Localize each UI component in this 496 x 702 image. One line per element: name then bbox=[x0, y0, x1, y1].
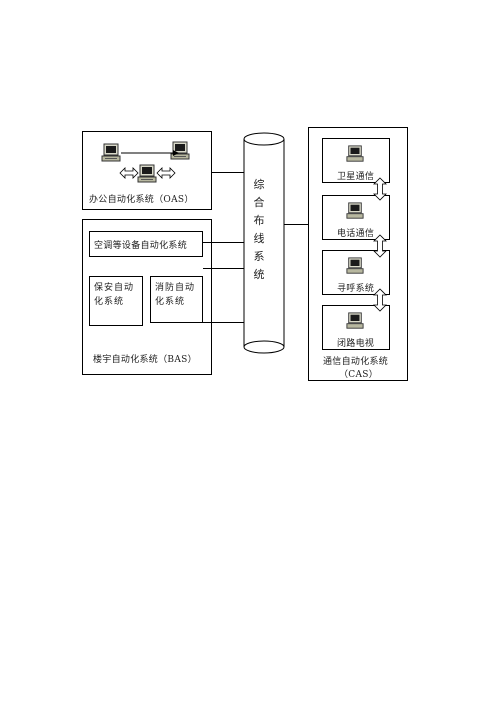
hvac-label: 空调等设备自动化系统 bbox=[94, 241, 188, 251]
cabling-cylinder bbox=[243, 132, 285, 354]
double-arrow-icon bbox=[156, 167, 176, 179]
oas-label: 办公自动化系统（OAS） bbox=[89, 195, 194, 205]
hvac-box: 空调等设备自动化系统 bbox=[89, 231, 203, 257]
connector-line bbox=[203, 268, 244, 269]
arrow-icon bbox=[121, 150, 179, 156]
double-arrow-icon bbox=[373, 288, 387, 312]
connector-line bbox=[203, 322, 244, 323]
computer-icon bbox=[170, 141, 190, 160]
computer-icon bbox=[346, 145, 364, 162]
fire-box: 消防自动化系统 bbox=[150, 276, 203, 323]
fire-label: 消防自动化系统 bbox=[155, 283, 196, 307]
security-label: 保安自动化系统 bbox=[94, 283, 135, 307]
computer-icon bbox=[137, 164, 157, 183]
security-box: 保安自动化系统 bbox=[89, 276, 143, 326]
bas-label: 楼宇自动化系统（BAS） bbox=[93, 355, 197, 365]
cabling-label: 综 合 布 线 系 统 bbox=[253, 178, 265, 281]
double-arrow-icon bbox=[119, 167, 139, 179]
cas-label-line2: （CAS） bbox=[339, 370, 379, 380]
computer-icon bbox=[346, 257, 364, 274]
computer-icon bbox=[346, 202, 364, 219]
double-arrow-icon bbox=[373, 234, 387, 258]
double-arrow-icon bbox=[373, 177, 387, 201]
cas-label-line1: 通信自动化系统 bbox=[323, 357, 389, 367]
connector-line bbox=[284, 224, 308, 225]
connector-line bbox=[212, 172, 244, 173]
computer-icon bbox=[346, 312, 364, 329]
connector-line bbox=[203, 242, 244, 243]
computer-icon bbox=[101, 143, 121, 162]
